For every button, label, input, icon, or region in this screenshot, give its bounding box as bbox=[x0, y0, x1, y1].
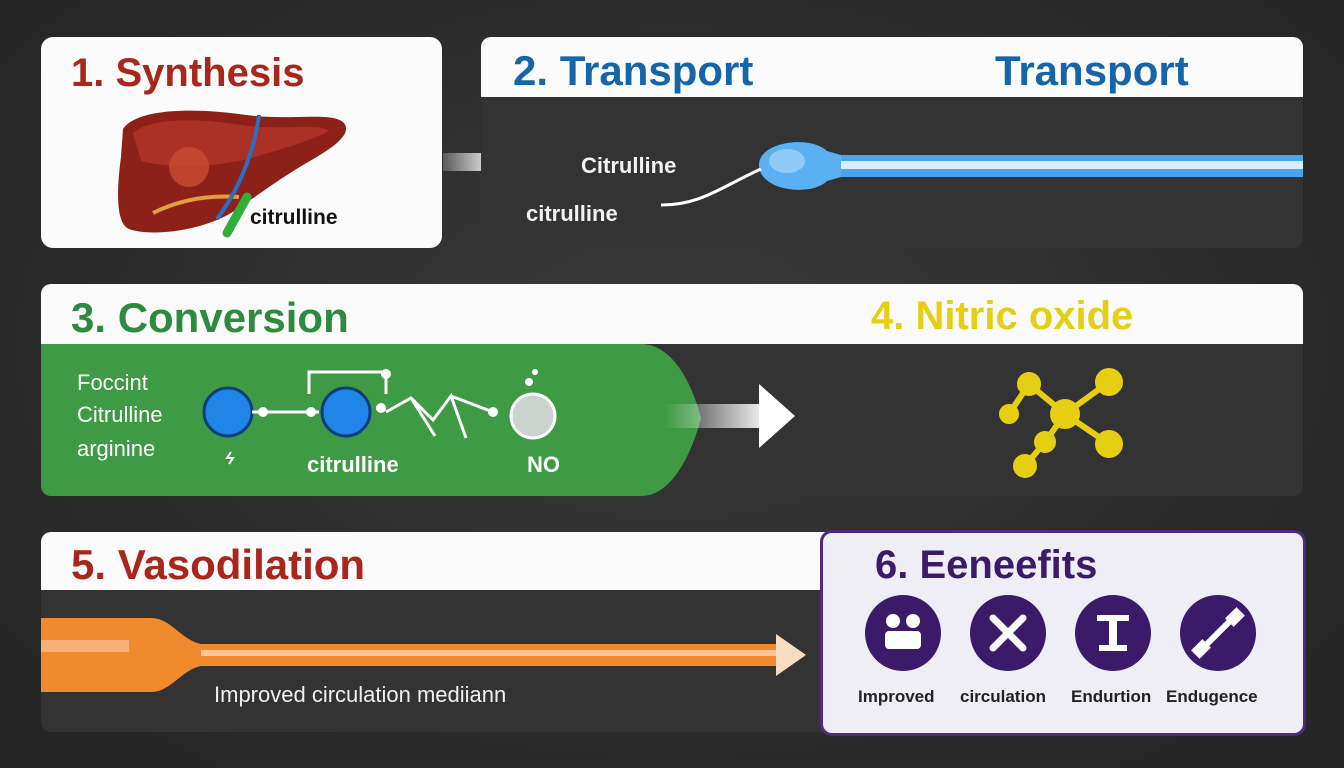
benefit-label-1: Improved bbox=[858, 687, 935, 706]
conversion-citrulline-label: citrulline bbox=[307, 452, 399, 477]
blood-vessel-icon bbox=[660, 142, 1303, 207]
pillar-icon bbox=[1075, 595, 1151, 671]
synthesis-citrulline-label: citrulline bbox=[250, 206, 338, 229]
vasodilation-title: 5. Vasodilation bbox=[71, 541, 366, 588]
vasodilation-panel: 5. Vasodilation Improved circulation med… bbox=[41, 532, 841, 732]
transport-citrulline-top: Citrulline bbox=[581, 153, 677, 178]
conversion-side-label-2: Citrulline bbox=[77, 402, 163, 427]
dumbbell-icon bbox=[1180, 595, 1256, 671]
benefits-title: 6. Eeneefits bbox=[875, 543, 1098, 587]
benefits-panel: 6. Eeneefits Improved c bbox=[820, 530, 1306, 736]
conversion-no-label: NO bbox=[527, 452, 560, 477]
nitric-oxide-title: 4. Nitric oxide bbox=[871, 294, 1134, 338]
conversion-band bbox=[41, 344, 795, 496]
benefit-label-2: circulation bbox=[960, 687, 1046, 706]
transport-panel: 2. Transport Transport Citrulline citrul… bbox=[481, 37, 1303, 248]
conversion-side-label-3: arginine bbox=[77, 436, 156, 461]
transport-title: 2. Transport bbox=[513, 47, 754, 94]
benefit-icons bbox=[865, 595, 1256, 671]
molecule-icon bbox=[999, 368, 1123, 478]
conversion-header bbox=[41, 284, 1303, 344]
transport-title-right: Transport bbox=[995, 47, 1189, 94]
synthesis-title: 1. Synthesis bbox=[71, 51, 305, 95]
conversion-title: 3. Conversion bbox=[71, 294, 349, 341]
conversion-row: 3. Conversion 4. Nitric oxide Foccint Ci… bbox=[41, 284, 1303, 496]
liver-icon bbox=[118, 110, 347, 238]
conversion-pathway-diagram bbox=[202, 369, 557, 465]
dilated-vessel-icon bbox=[41, 618, 806, 692]
benefit-label-3: Endurtion bbox=[1071, 687, 1152, 706]
vasodilation-caption: Improved circulation mediiann bbox=[214, 682, 507, 707]
conversion-side-label-1: Foccint bbox=[77, 370, 148, 395]
vasodilation-header bbox=[41, 532, 841, 590]
people-icon bbox=[865, 595, 941, 671]
synthesis-panel: 1. Synthesis citrulline bbox=[41, 37, 442, 248]
cross-tools-icon bbox=[970, 595, 1046, 671]
benefit-label-4: Endugence bbox=[1166, 687, 1258, 706]
transport-citrulline-bottom: citrulline bbox=[526, 201, 618, 226]
transport-header bbox=[481, 37, 1303, 97]
